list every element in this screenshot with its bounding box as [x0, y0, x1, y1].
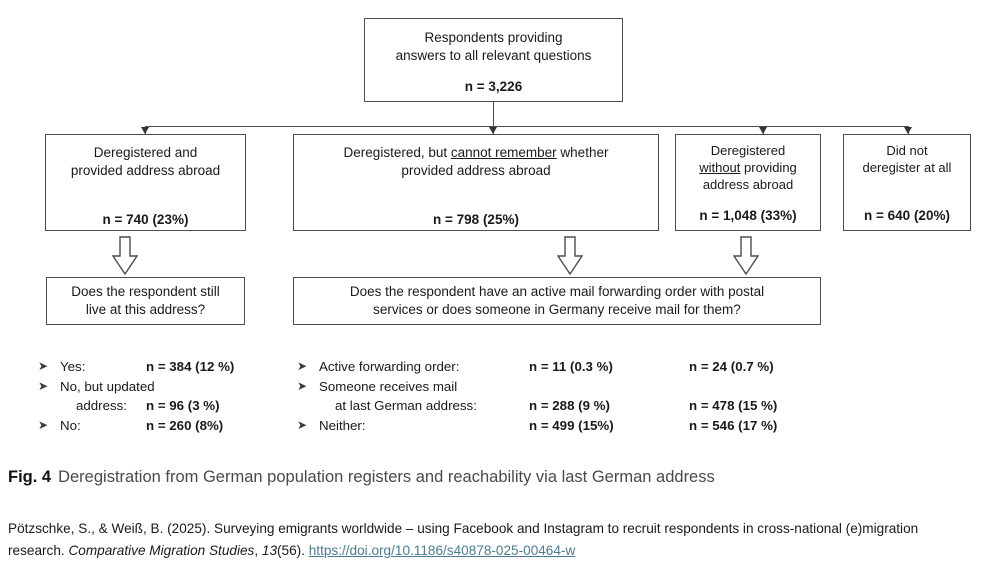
arrowhead-1 — [141, 127, 149, 134]
result-value-col1: n = 11 (0.3 %) — [529, 359, 613, 374]
result-value-col1: n = 288 (9 %) — [529, 398, 610, 413]
result-value: n = 260 (8%) — [146, 417, 224, 433]
bullet-arrow-icon: ➤ — [297, 359, 308, 373]
citation-issue: (56). — [277, 543, 309, 558]
result-value-col2: n = 478 (15 %) — [689, 398, 778, 413]
arrowhead-4 — [904, 127, 912, 134]
root-title-line2: answers to all relevant questions — [395, 47, 592, 63]
branch3-line2: without providing — [676, 160, 820, 177]
question1-line2: live at this address? — [85, 302, 206, 317]
arrowhead-2 — [489, 127, 497, 134]
branch2-line2: provided address abroad — [401, 162, 551, 178]
branch3-n-value: n = 1,048 (33%) — [699, 207, 797, 223]
figure-caption: Fig. 4 Deregistration from German populat… — [8, 468, 715, 487]
arrowhead-3 — [759, 127, 767, 134]
result-label: Active forwarding order: — [319, 359, 460, 374]
branch1-n-value: n = 740 (23%) — [102, 212, 189, 228]
branch4-line2: deregister at all — [862, 159, 952, 175]
result-value-col1: n = 499 (15%) — [529, 417, 614, 433]
citation-part1: Pötzschke, S., & Weiß, B. (2025). Survey… — [8, 521, 795, 536]
connector-root-stem — [493, 102, 495, 127]
result-label: Neither: — [319, 417, 366, 433]
result-label: No, but updated — [60, 378, 155, 394]
bullet-arrow-icon: ➤ — [297, 417, 308, 432]
citation-part3: , — [254, 543, 262, 558]
block-arrow-down-right — [733, 236, 759, 276]
branch3-line3: address abroad — [702, 176, 794, 192]
flow-box-question-mail-forwarding: Does the respondent have an active mail … — [293, 277, 821, 325]
root-title-line1: Respondents providing — [424, 30, 563, 45]
citation-journal: Comparative Migration Studies — [68, 543, 255, 558]
branch2-line1-underlined: cannot remember — [450, 145, 557, 160]
branch3-line2-rest: providing — [740, 159, 797, 175]
connector-distribution-bar — [145, 126, 908, 128]
bullet-arrow-icon: ➤ — [297, 378, 308, 393]
result-label: at last German address: — [335, 398, 477, 413]
flow-box-deregistered-cannot-remember: Deregistered, but cannot remember whethe… — [293, 134, 659, 231]
result-label: Yes: — [60, 359, 86, 374]
branch2-n-value: n = 798 (25%) — [433, 212, 519, 228]
branch4-line1: Did not — [886, 143, 928, 158]
question2-text: Does the respondent have an active mail … — [346, 283, 768, 318]
result-label: address: — [76, 398, 127, 413]
citation-block: Pötzschke, S., & Weiß, B. (2025). Survey… — [8, 518, 976, 562]
block-arrow-down-middle — [557, 236, 583, 276]
branch1-line2: provided address abroad — [70, 162, 221, 178]
result-value: n = 384 (12 %) — [146, 359, 235, 374]
result-label: No: — [60, 417, 81, 433]
branch3-line1: Deregistered — [710, 143, 786, 158]
root-n-value: n = 3,226 — [464, 79, 523, 95]
flow-box-root: Respondents providing answers to all rel… — [364, 18, 623, 102]
figure-number: Fig. 4 — [8, 468, 52, 486]
result-value: n = 96 (3 %) — [146, 398, 220, 413]
branch2-line1: Deregistered, but cannot remember whethe… — [294, 144, 658, 162]
branch4-n-value: n = 640 (20%) — [864, 207, 950, 223]
question1-text: Does the respondent still live at this a… — [67, 283, 224, 318]
citation-doi-link[interactable]: https://doi.org/10.1186/s40878-025-00464… — [308, 543, 576, 558]
result-label: Someone receives mail — [319, 378, 458, 394]
result-value-col2: n = 546 (17 %) — [689, 417, 778, 433]
bullet-arrow-icon: ➤ — [38, 359, 49, 373]
block-arrow-down-left — [112, 236, 138, 276]
flow-box-deregistered-without-address: Deregistered without providing address a… — [675, 134, 821, 231]
flow-box-deregistered-with-address: Deregistered and provided address abroad… — [45, 134, 246, 231]
flow-box-question-live-at-address: Does the respondent still live at this a… — [46, 277, 245, 325]
branch3-line2-underlined: without — [699, 159, 741, 175]
bullet-arrow-icon: ➤ — [38, 417, 49, 432]
branch1-line1: Deregistered and — [93, 145, 198, 160]
question2-line1: Does the respondent have an active mail … — [349, 284, 765, 300]
citation-part2: national (e)migration research. — [8, 521, 919, 558]
question1-line1: Does the respondent still — [71, 284, 220, 300]
bullet-arrow-icon: ➤ — [38, 378, 49, 393]
flow-box-did-not-deregister: Did not deregister at all n = 640 (20%) — [843, 134, 971, 231]
figure-caption-text: Deregistration from German population re… — [58, 468, 715, 486]
citation-volume: 13 — [261, 543, 278, 558]
result-value-col2: n = 24 (0.7 %) — [689, 359, 774, 374]
question2-line2: services or does someone in Germany rece… — [373, 302, 741, 317]
branch2-line1-b: whether — [556, 145, 609, 160]
branch2-line1-a: Deregistered, but — [343, 145, 451, 160]
